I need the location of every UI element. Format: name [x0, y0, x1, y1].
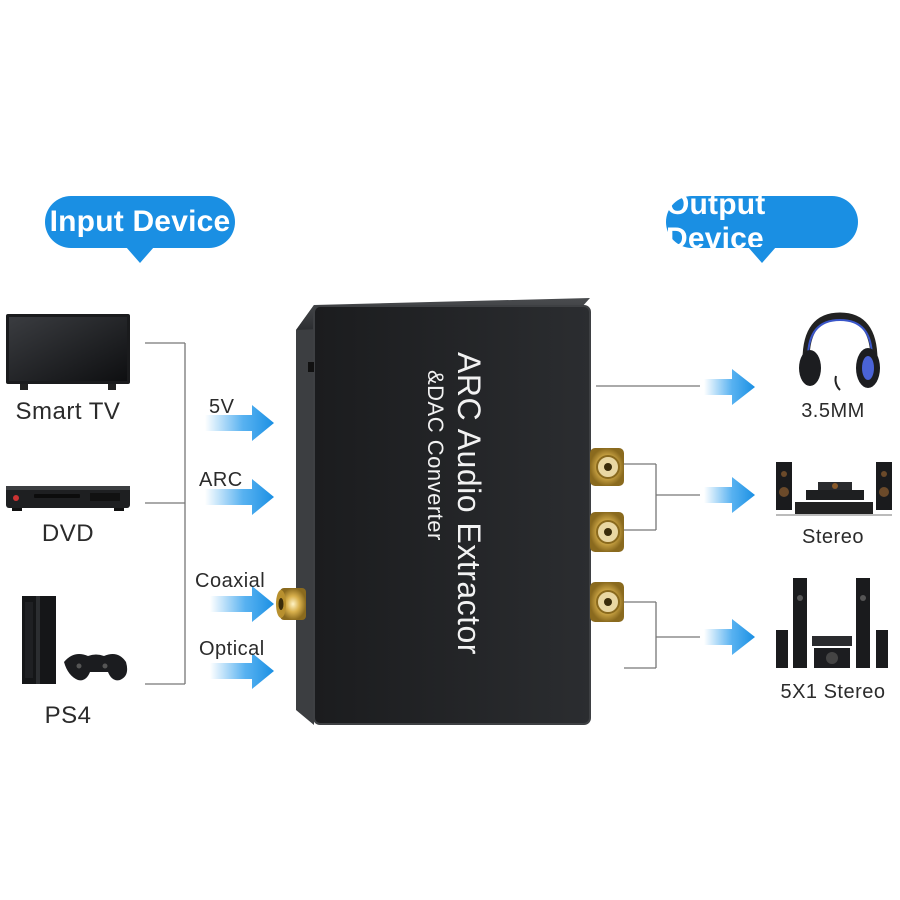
rca-jack-2 — [590, 512, 624, 552]
arrow-coaxial — [210, 586, 274, 622]
headphones-icon — [799, 312, 880, 391]
output-bracket — [596, 385, 700, 669]
arrow-3-5mm — [704, 369, 755, 405]
device-title: ARC Audio Extractor — [451, 352, 487, 655]
arc-audio-extractor-box — [296, 298, 591, 725]
input-bracket — [145, 342, 186, 685]
arrow-optical — [210, 653, 274, 689]
input-label-dvd: DVD — [41, 520, 95, 547]
rca-output-jacks — [590, 448, 624, 622]
port-label-arc: ARC — [199, 469, 243, 491]
dvd-player-icon — [6, 486, 130, 511]
output-label-5x1-stereo: 5X1 Stereo — [780, 681, 886, 703]
port-arrows — [205, 405, 274, 689]
ps4-console-icon — [22, 596, 128, 684]
arrow-arc — [205, 479, 274, 515]
input-label-smart-tv: Smart TV — [15, 398, 121, 425]
port-label-optical: Optical — [199, 638, 265, 660]
port-label-5v: 5V — [209, 396, 235, 418]
arrow-5v — [205, 405, 274, 441]
rca-jack-3 — [590, 582, 624, 622]
surround-speakers-icon — [776, 578, 888, 668]
coaxial-input-jack — [276, 588, 306, 620]
rca-jack-1 — [590, 448, 624, 486]
input-device-bubble: Input Device — [45, 196, 235, 263]
output-arrows — [704, 369, 755, 655]
stereo-speakers-icon — [776, 462, 892, 516]
output-label-stereo: Stereo — [802, 526, 864, 548]
arrow-5x1 — [704, 619, 755, 655]
output-label-3-5mm: 3.5MM — [801, 400, 865, 422]
input-label-ps4: PS4 — [44, 702, 92, 729]
smart-tv-icon — [6, 314, 130, 390]
device-subtitle: &DAC Converter — [423, 370, 448, 541]
port-label-coaxial: Coaxial — [195, 570, 266, 592]
arrow-stereo — [704, 477, 755, 513]
